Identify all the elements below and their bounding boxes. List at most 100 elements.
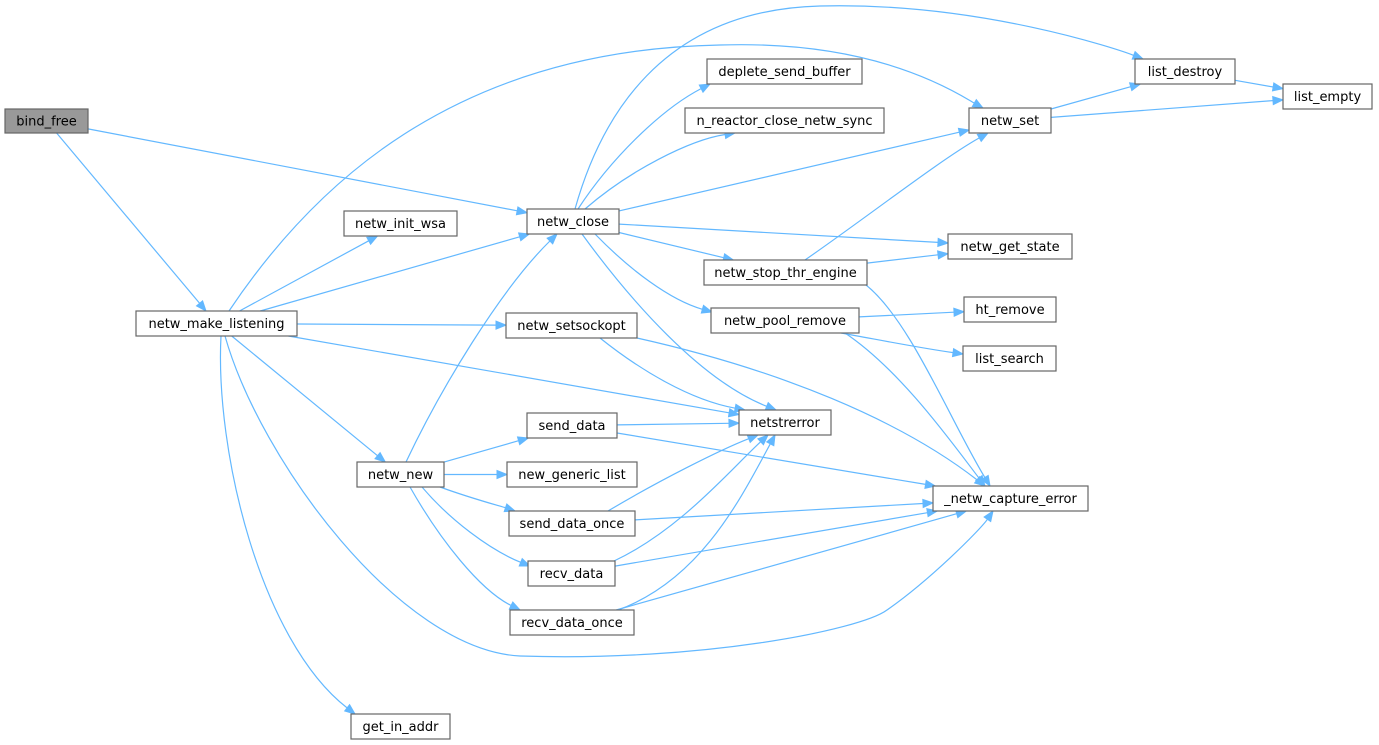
- node-ht-remove[interactable]: ht_remove: [963, 296, 1057, 323]
- edge-line: [618, 223, 939, 243]
- arrowhead-icon: [508, 601, 522, 611]
- edge-line: [577, 88, 702, 210]
- edge-netw_stop_thr_engine-to-netw_set: [804, 132, 990, 261]
- node-netw-get-state[interactable]: netw_get_state: [947, 233, 1073, 260]
- node-send-data[interactable]: send_data: [526, 412, 618, 439]
- node-box: [505, 312, 638, 339]
- node-new-generic-list[interactable]: new_generic_list: [506, 461, 638, 488]
- node-box: [1134, 58, 1236, 85]
- edge-line: [239, 240, 369, 312]
- node-netw-set[interactable]: netw_set: [968, 107, 1052, 134]
- edge-list_destroy-to-list_empty: [1234, 79, 1285, 92]
- arrowhead-icon: [517, 232, 531, 242]
- node-label: netw_set: [981, 114, 1039, 129]
- node-label: netstrerror: [750, 416, 820, 431]
- edge-line: [224, 335, 988, 658]
- edge-netw_set-to-list_empty: [1050, 95, 1285, 118]
- edge-netw_make_listening-to-netw_new: [231, 335, 387, 463]
- edge-line: [296, 323, 497, 326]
- edge-recv_data-to-_netw_capture_error: [614, 508, 939, 567]
- node-list-empty[interactable]: list_empty: [1282, 83, 1373, 110]
- arrowhead-icon: [937, 250, 950, 260]
- node-netw-pool-remove[interactable]: netw_pool_remove: [710, 307, 860, 334]
- arrowhead-icon: [496, 469, 509, 480]
- arrowhead-icon: [1271, 82, 1285, 92]
- edge-netw_set-to-list_destroy: [1050, 82, 1142, 110]
- edge-line: [840, 332, 954, 354]
- edge-line: [617, 443, 771, 611]
- node-get-in-addr[interactable]: get_in_addr: [350, 713, 451, 740]
- call-graph-nodes: bind_freenetw_make_listeningnetw_closene…: [4, 58, 1373, 740]
- node-box: [506, 461, 638, 488]
- node-netw-setsockopt[interactable]: netw_setsockopt: [505, 312, 638, 339]
- node-label: netw_stop_thr_engine: [714, 266, 857, 281]
- arrowhead-icon: [700, 304, 714, 314]
- node-netw-new[interactable]: netw_new: [356, 461, 445, 488]
- node-label: netw_setsockopt: [517, 319, 626, 334]
- arrowhead-icon: [765, 433, 776, 447]
- edge-line: [1050, 100, 1274, 118]
- node-netw-close[interactable]: netw_close: [526, 208, 620, 235]
- node-label: list_search: [975, 352, 1044, 367]
- node-recv-data-once[interactable]: recv_data_once: [509, 609, 635, 636]
- node-label: netw_get_state: [960, 240, 1059, 255]
- edge-line: [260, 236, 520, 312]
- edge-line: [618, 231, 724, 259]
- edge-netw_new-to-send_data: [443, 436, 530, 463]
- edge-netw_close-to-deplete_send_buffer: [577, 83, 712, 210]
- edge-line: [421, 486, 521, 563]
- arrowhead-icon: [951, 347, 965, 358]
- arrowhead-icon: [366, 235, 379, 246]
- edge-line: [409, 486, 512, 607]
- edge-line: [584, 133, 726, 210]
- node-box: [135, 310, 298, 337]
- node-label: deplete_send_buffer: [718, 65, 851, 80]
- node-netw-stop-thr-engine[interactable]: netw_stop_thr_engine: [703, 259, 868, 286]
- arrowhead-icon: [516, 436, 530, 446]
- arrowhead-icon: [518, 557, 532, 567]
- node-netstrerror[interactable]: netstrerror: [738, 409, 832, 436]
- edge-line: [616, 432, 926, 485]
- node-label: netw_init_wsa: [355, 217, 446, 232]
- edge-line: [866, 254, 939, 264]
- edge-netw_make_listening-to-netw_set: [228, 44, 985, 312]
- node-deplete-send-buffer[interactable]: deplete_send_buffer: [706, 58, 863, 85]
- node-list-destroy[interactable]: list_destroy: [1134, 58, 1236, 85]
- arrowhead-icon: [374, 451, 387, 463]
- arrowhead-icon: [1272, 95, 1285, 106]
- arrowhead-icon: [976, 132, 990, 143]
- edge-netw_make_listening-to-_netw_capture_error: [224, 335, 994, 658]
- node-label: n_reactor_close_netw_sync: [696, 114, 872, 129]
- edge-line: [844, 332, 980, 479]
- node-recv-data[interactable]: recv_data: [527, 560, 616, 587]
- node--netw-capture-error[interactable]: _netw_capture_error: [932, 485, 1089, 512]
- arrowhead-icon: [922, 498, 935, 509]
- edge-netw_new-to-new_generic_list: [444, 469, 509, 480]
- edge-line: [288, 335, 730, 414]
- edge-recv_data_once-to-_netw_capture_error: [616, 509, 968, 611]
- edge-line: [858, 311, 955, 318]
- arrowhead-icon: [495, 320, 508, 330]
- node-box: [947, 233, 1073, 260]
- edge-netw_stop_thr_engine-to-netw_get_state: [866, 250, 950, 264]
- node-label: bind_free: [16, 115, 77, 130]
- edge-netw_new-to-send_data_once: [439, 486, 517, 513]
- edge-line: [87, 128, 518, 212]
- node-n-reactor-close-netw-sync[interactable]: n_reactor_close_netw_sync: [684, 107, 885, 134]
- node-box: [527, 560, 616, 587]
- node-label: get_in_addr: [362, 720, 439, 735]
- node-list-search[interactable]: list_search: [962, 345, 1057, 372]
- node-send-data-once[interactable]: send_data_once: [508, 510, 636, 537]
- edge-bind_free-to-netw_make_listening: [56, 132, 207, 313]
- node-box: [4, 108, 89, 134]
- node-label: list_empty: [1294, 90, 1362, 105]
- arrowhead-icon: [195, 299, 207, 313]
- edge-netw_new-to-recv_data: [421, 486, 532, 567]
- node-netw-make-listening[interactable]: netw_make_listening: [135, 310, 298, 337]
- edge-netw_make_listening-to-netw_close: [260, 232, 531, 312]
- edge-line: [228, 44, 975, 312]
- node-netw-init-wsa[interactable]: netw_init_wsa: [343, 210, 458, 237]
- arrowhead-icon: [983, 509, 994, 523]
- edge-recv_data_once-to-netstrerror: [617, 433, 776, 611]
